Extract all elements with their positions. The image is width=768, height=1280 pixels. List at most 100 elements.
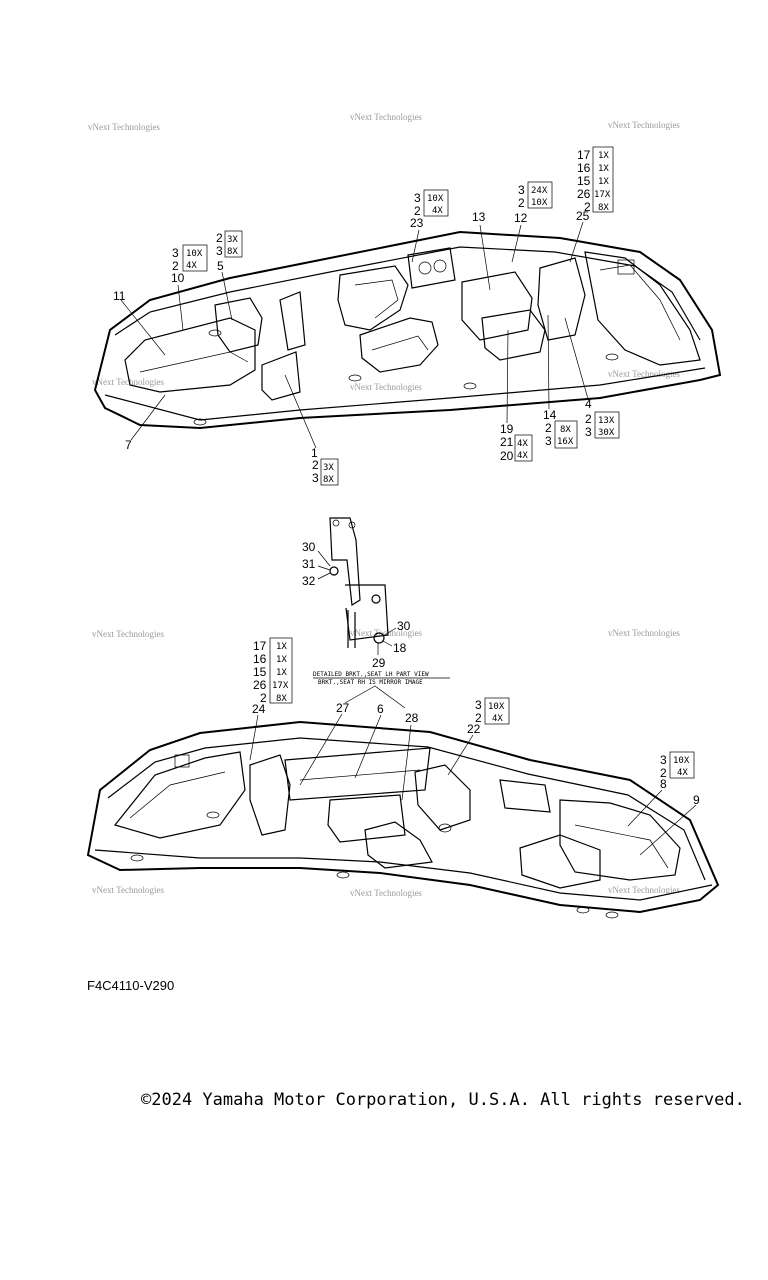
callout-10: 10 [171, 271, 185, 285]
callout-24: 24 [252, 702, 266, 716]
callout-9: 9 [693, 793, 700, 807]
upper-boat-illustration [93, 230, 722, 430]
watermark: vNext Technologies [92, 885, 164, 895]
qty-label: 8X [323, 475, 334, 485]
watermark: vNext Technologies [350, 382, 422, 392]
callout-17: 17 [253, 639, 267, 653]
qty-label: 1X [276, 655, 287, 665]
copyright-notice: ©2024 Yamaha Motor Corporation, U.S.A. A… [141, 1090, 745, 1110]
callout-3: 3 [518, 183, 525, 197]
qty-label: 1X [276, 642, 287, 652]
callout-26: 26 [577, 187, 591, 201]
callout-2: 2 [660, 766, 667, 780]
qty-label: 4X [677, 768, 688, 778]
callout-14: 14 [543, 408, 557, 422]
callout-3: 3 [545, 434, 552, 448]
callout-2: 2 [312, 458, 319, 472]
watermark: vNext Technologies [608, 628, 680, 638]
callout-12: 12 [514, 211, 528, 225]
qty-label: 4X [517, 439, 528, 449]
qty-label: 8X [560, 425, 571, 435]
callout-6: 6 [377, 702, 384, 716]
callout-3: 3 [660, 753, 667, 767]
qty-label: 8X [598, 203, 609, 213]
callout-2: 2 [216, 231, 223, 245]
callout-26: 26 [253, 678, 267, 692]
callout-16: 16 [253, 652, 267, 666]
callout-15: 15 [577, 174, 591, 188]
callout-3: 3 [312, 471, 319, 485]
callout-3: 3 [414, 191, 421, 205]
qty-label: 8X [276, 694, 287, 704]
qty-label: 4X [432, 206, 443, 216]
watermark: vNext Technologies [350, 628, 422, 638]
watermark: vNext Technologies [92, 377, 164, 387]
qty-label: 1X [598, 151, 609, 161]
callout-32: 32 [302, 574, 316, 588]
callout-17: 17 [577, 148, 591, 162]
callout-2: 2 [172, 259, 179, 273]
qty-label: 17X [272, 681, 289, 691]
callout-13: 13 [472, 210, 486, 224]
callout-2: 2 [518, 196, 525, 210]
watermark: vNext Technologies [350, 112, 422, 122]
callout-2: 2 [545, 421, 552, 435]
callout-3: 3 [216, 244, 223, 258]
watermark: vNext Technologies [608, 369, 680, 379]
callout-20: 20 [500, 449, 514, 463]
detail-note-line1: DETAILED BRKT.,SEAT LH PART VIEW [313, 671, 429, 678]
seat-bracket-detail: 30 31 32 30 18 29 DETAILED BRKT.,SEAT LH… [302, 517, 450, 709]
qty-label: 1X [598, 177, 609, 187]
callout-25: 25 [576, 209, 590, 223]
callout-15: 15 [253, 665, 267, 679]
callout-27: 27 [336, 701, 350, 715]
qty-label: 3X [323, 463, 334, 473]
qty-label: 4X [492, 714, 503, 724]
watermark: vNext Technologies [92, 629, 164, 639]
qty-label: 10X [488, 702, 505, 712]
callout-29: 29 [372, 656, 386, 670]
callout-16: 16 [577, 161, 591, 175]
callout-30: 30 [397, 619, 411, 633]
callout-19: 19 [500, 422, 514, 436]
qty-label: 13X [598, 416, 615, 426]
callout-5: 5 [217, 259, 224, 273]
callout-22: 22 [467, 722, 481, 736]
watermark: vNext Technologies [88, 122, 160, 132]
watermark: vNext Technologies [608, 120, 680, 130]
qty-label: 1X [276, 668, 287, 678]
callout-30: 30 [302, 540, 316, 554]
callout-18: 18 [393, 641, 407, 655]
callout-3: 3 [585, 425, 592, 439]
callout-1: 1 [311, 446, 318, 460]
callout-2: 2 [260, 691, 267, 705]
qty-label: 10X [186, 249, 203, 259]
callout-7: 7 [125, 438, 132, 452]
callout-2: 2 [585, 412, 592, 426]
callout-2: 2 [475, 711, 482, 725]
detail-note-line2: BRKT.,SEAT RH IS MIRROR IMAGE [318, 679, 423, 686]
upper-callouts: 11 10 5 7 1 23 13 12 25 19 14 4 3 2 10X … [113, 146, 620, 486]
watermarks: vNext Technologies vNext Technologies vN… [88, 112, 680, 898]
callout-3: 3 [475, 698, 482, 712]
parts-diagram: vNext Technologies vNext Technologies vN… [86, 112, 722, 919]
callout-31: 31 [302, 557, 316, 571]
watermark: vNext Technologies [608, 885, 680, 895]
lower-boat-illustration [86, 720, 720, 919]
qty-label: 4X [186, 261, 197, 271]
callout-11: 11 [113, 289, 126, 303]
figure-code: F4C4110-V290 [87, 978, 175, 993]
callout-8: 8 [660, 777, 667, 791]
callout-4: 4 [585, 397, 592, 411]
callout-28: 28 [405, 711, 419, 725]
lower-callouts: 24 27 6 28 22 8 9 17 16 15 26 2 1X 1X 1X… [249, 637, 700, 856]
callout-3: 3 [172, 246, 179, 260]
qty-label: 16X [557, 437, 574, 447]
qty-label: 4X [517, 451, 528, 461]
qty-label: 8X [227, 247, 238, 257]
qty-label: 17X [594, 190, 611, 200]
qty-label: 10X [531, 198, 548, 208]
watermark: vNext Technologies [350, 888, 422, 898]
qty-label: 1X [598, 164, 609, 174]
qty-label: 24X [531, 186, 548, 196]
